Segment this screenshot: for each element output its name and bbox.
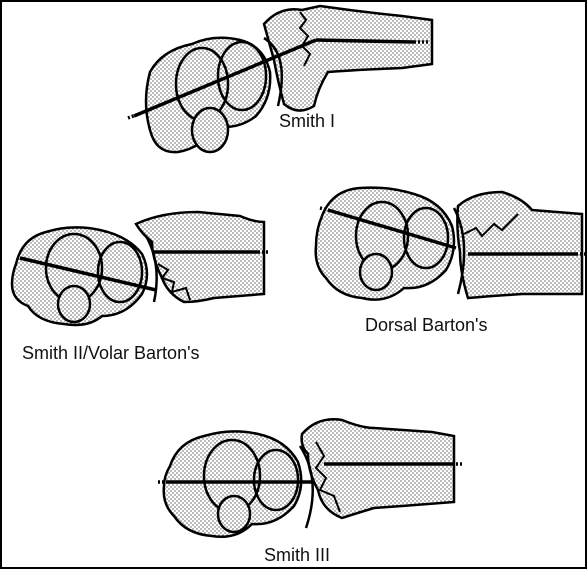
- smith-3-diagram: [158, 419, 464, 537]
- dorsal-barton-diagram: [316, 188, 586, 300]
- smith-3-label: Smith III: [264, 546, 330, 564]
- smith-1-label: Smith I: [279, 112, 335, 130]
- dorsal-barton-radius: [457, 192, 582, 298]
- dorsal-barton-label: Dorsal Barton's: [365, 316, 487, 334]
- smith-2-diagram: [12, 212, 270, 325]
- smith-1-radius: [264, 6, 432, 111]
- smith-2-label: Smith II/Volar Barton's: [22, 344, 200, 362]
- smith-3-radius: [302, 419, 454, 518]
